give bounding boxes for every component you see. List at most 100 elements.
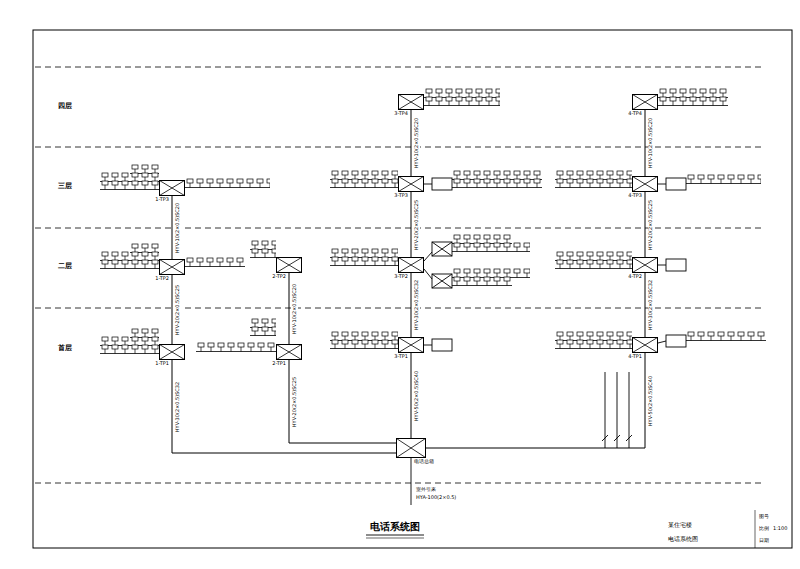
cable-tick xyxy=(626,435,632,441)
cable-label: HYV-30(2×0.5)SC32 xyxy=(175,380,181,432)
outlet-row xyxy=(555,259,632,269)
box-label: 3-TP4 xyxy=(394,111,408,117)
cable xyxy=(605,372,606,448)
outlet-row xyxy=(100,344,159,354)
note-label: 日期 xyxy=(759,538,769,544)
box-frame xyxy=(633,338,658,353)
box-outline xyxy=(398,176,424,192)
box-cross xyxy=(397,439,426,458)
outlet-row xyxy=(185,178,270,188)
wire xyxy=(424,184,432,185)
box-cross xyxy=(160,345,185,360)
box-label: 4-TP2 xyxy=(628,274,642,280)
cable-label: HYV-20(2×0.5)SC25 xyxy=(292,375,298,427)
branch-cables xyxy=(366,372,755,548)
box-cross xyxy=(633,177,658,192)
box-cross xyxy=(277,345,302,360)
box-outline xyxy=(159,180,185,196)
cable-line xyxy=(426,353,645,448)
outlet-row xyxy=(452,276,512,286)
box-cross xyxy=(160,181,185,196)
wire xyxy=(658,184,666,185)
outlet-row xyxy=(686,331,766,341)
box-frame xyxy=(160,181,185,196)
box-cross xyxy=(160,260,185,275)
cable-tick xyxy=(602,435,608,441)
box-cross xyxy=(160,260,185,275)
box-cross xyxy=(399,177,424,192)
box-cross xyxy=(633,258,658,273)
distribution-box: 1-TP1 xyxy=(159,344,185,360)
cable-label: HYV-10(2×0.5)SC20 xyxy=(648,117,654,169)
distribution-box: 1-TP2 xyxy=(159,259,185,275)
incoming-cable xyxy=(411,458,412,505)
box-label: 3-TP2 xyxy=(394,274,408,280)
cable-label: HYV-20(2×0.5)SC25 xyxy=(648,198,654,250)
box-cross xyxy=(432,274,452,288)
distribution-box: 3-TP3 xyxy=(398,176,424,192)
wire xyxy=(424,269,432,279)
wire xyxy=(424,252,432,261)
box-frame xyxy=(633,177,658,192)
distribution-box: 4-TP4 xyxy=(632,94,658,110)
box-outline xyxy=(632,94,658,110)
box-frame xyxy=(399,258,424,273)
outlet-row xyxy=(424,96,500,106)
outlet-row xyxy=(555,339,632,349)
cable-label: HYV-30(2×0.5)SC32 xyxy=(648,279,654,331)
cable-line xyxy=(645,273,646,337)
wire xyxy=(424,345,432,346)
note-label: 四层 xyxy=(58,103,72,111)
distribution-box: 4-TP2 xyxy=(632,257,658,273)
box-frame xyxy=(399,95,424,110)
outlet-row xyxy=(330,256,398,266)
title-underline xyxy=(366,538,424,539)
terminal-box xyxy=(666,335,686,347)
distribution-box: 电话总箱 xyxy=(396,438,426,458)
box-label: 4-TP1 xyxy=(628,354,642,360)
outlet-row xyxy=(330,339,398,349)
cable-line xyxy=(411,273,412,337)
distribution-box: 4-TP3 xyxy=(632,176,658,192)
box-outline xyxy=(159,344,185,360)
note-label: HYA-100(2×0.5) xyxy=(416,495,456,501)
box-frame xyxy=(160,260,185,275)
box-cross xyxy=(399,95,424,110)
box-cross xyxy=(160,345,185,360)
box-cross xyxy=(277,258,302,273)
cable-line xyxy=(172,360,396,453)
cable-line xyxy=(645,192,646,257)
note-label: 三层 xyxy=(58,183,72,191)
distribution-box: 3-TP4 xyxy=(398,94,424,110)
box-cross xyxy=(399,258,424,273)
cable-line xyxy=(172,275,173,344)
floor-line xyxy=(35,483,765,484)
note-label: 比例 xyxy=(759,526,769,532)
box-label: 3-TP1 xyxy=(394,354,408,360)
cable xyxy=(629,372,630,448)
cable-label: HYV-50(2×0.5)SC40 xyxy=(648,374,654,426)
floor-line xyxy=(35,147,765,148)
box-cross xyxy=(399,338,424,353)
terminal-box xyxy=(666,178,686,190)
terminal-box xyxy=(666,259,686,271)
box-outline xyxy=(396,438,426,458)
box-label: 3-TP3 xyxy=(394,193,408,199)
box-frame xyxy=(399,177,424,192)
cable-label: HYV-10(2×0.5)SC20 xyxy=(414,117,420,169)
outlet-row xyxy=(686,174,761,184)
box-cross xyxy=(399,258,424,273)
box-label: 4-TP3 xyxy=(628,193,642,199)
box-cross xyxy=(633,177,658,192)
note-label: 1:100 xyxy=(773,526,787,532)
box-frame xyxy=(633,95,658,110)
note-label: 图号 xyxy=(759,514,769,520)
distribution-box: 2-TP2 xyxy=(276,257,302,273)
outlet-row xyxy=(330,178,398,188)
wire xyxy=(658,341,666,343)
note-label: 首层 xyxy=(58,345,72,353)
distribution-box: 1-TP3 xyxy=(159,180,185,196)
outlet-row xyxy=(185,257,245,267)
